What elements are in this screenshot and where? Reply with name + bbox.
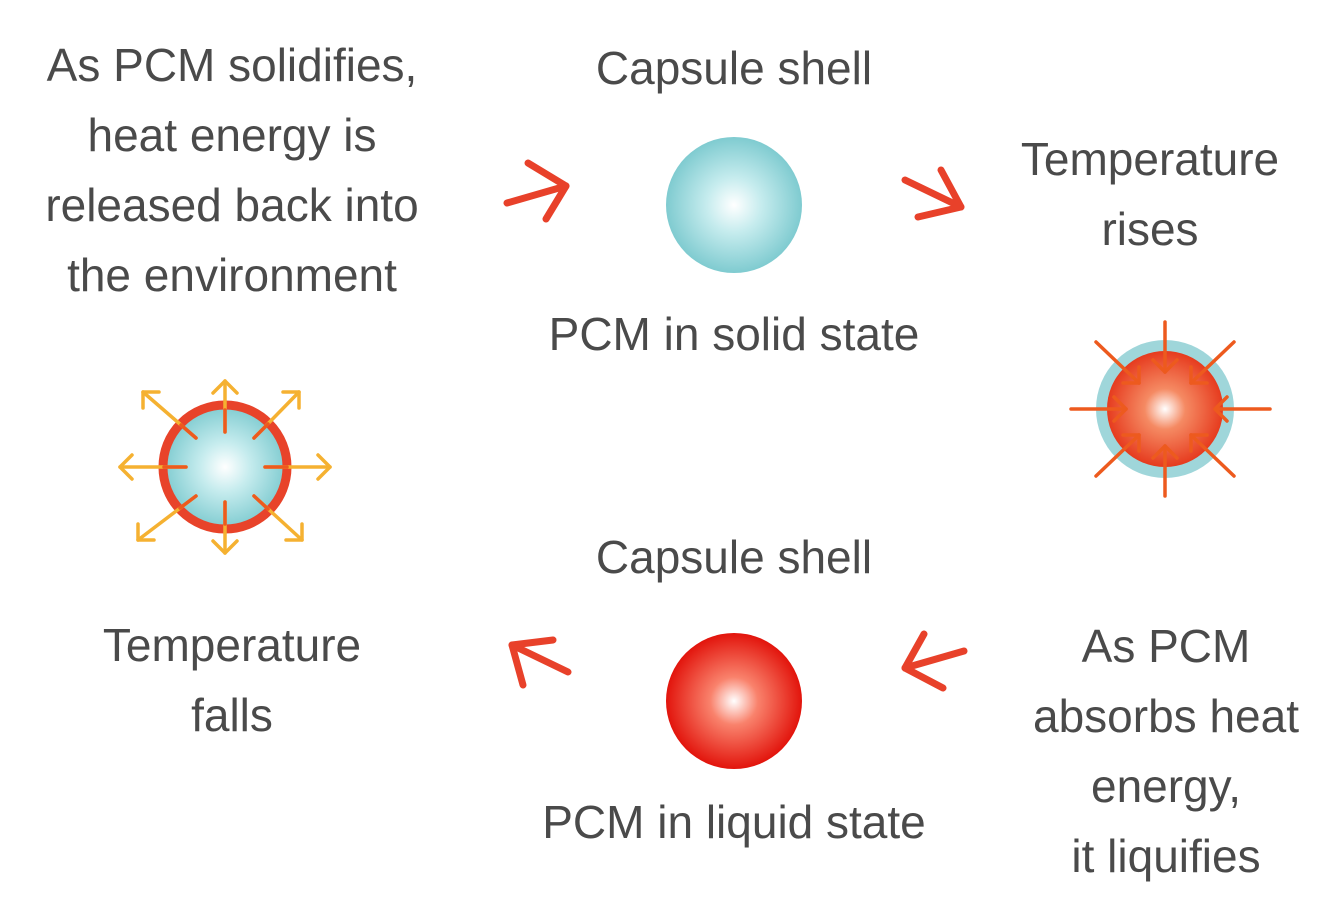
arrow-top-right-icon xyxy=(901,166,965,221)
solidify-description: As PCM solidifies, heat energy is releas… xyxy=(12,30,452,310)
liquify-line-2: absorbs heat xyxy=(1033,690,1299,742)
temperature-falls-label: Temperature falls xyxy=(82,610,382,750)
temperature-rises-label: Temperature rises xyxy=(1000,124,1300,264)
top-shell-label: Capsule shell xyxy=(534,33,934,103)
temperature-rises-line-2: rises xyxy=(1101,203,1199,255)
temperature-falls-line-1: Temperature xyxy=(102,619,362,671)
bottom-shell-label: Capsule shell xyxy=(534,522,934,592)
arrow-bottom-left-icon xyxy=(508,636,572,689)
top-shell-label-text: Capsule shell xyxy=(595,42,873,94)
liquify-line-3: energy, xyxy=(1090,760,1242,812)
bottom-shell-label-text: Capsule shell xyxy=(595,531,873,583)
arrow-bottom-right-icon xyxy=(901,630,968,692)
bottom-state-label-text: PCM in liquid state xyxy=(542,796,926,848)
solidify-line-4: the environment xyxy=(67,249,397,301)
top-state-label-text: PCM in solid state xyxy=(548,308,920,360)
top-state-label: PCM in solid state xyxy=(514,299,954,369)
heat-absorbing-capsule xyxy=(1069,320,1272,498)
liquify-description: As PCM absorbs heat energy, it liquifies xyxy=(1010,611,1322,891)
heat-releasing-capsule xyxy=(118,379,332,555)
solidify-line-2: heat energy is xyxy=(87,109,377,161)
arrow-top-left-icon xyxy=(503,159,570,223)
liquify-line-4: it liquifies xyxy=(1071,830,1261,882)
bottom-state-label: PCM in liquid state xyxy=(504,787,964,857)
liquid-pcm-capsule xyxy=(666,633,802,769)
solidify-line-1: As PCM solidifies, xyxy=(46,39,418,91)
temperature-rises-line-1: Temperature xyxy=(1020,133,1280,185)
liquify-line-1: As PCM xyxy=(1081,620,1251,672)
temperature-falls-line-2: falls xyxy=(191,689,273,741)
solid-pcm-capsule xyxy=(666,137,802,273)
solidify-line-3: released back into xyxy=(45,179,419,231)
